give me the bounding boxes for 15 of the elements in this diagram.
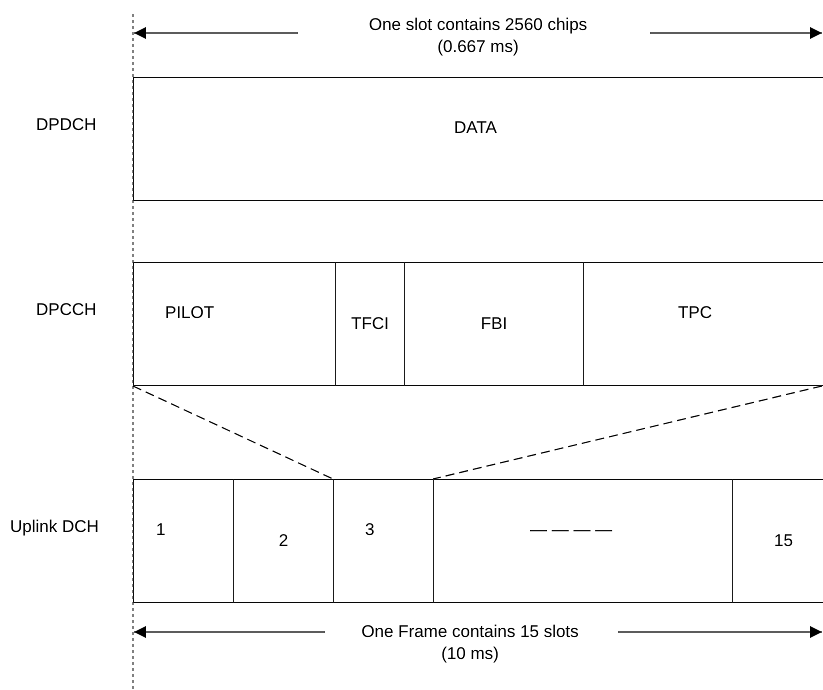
field-label: DATA bbox=[454, 118, 497, 138]
field-label: 1 bbox=[156, 520, 166, 540]
field-label: 15 bbox=[774, 531, 793, 551]
field-label: TFCI bbox=[351, 314, 389, 334]
expansion-line bbox=[132, 385, 334, 480]
expansion-line bbox=[432, 385, 822, 480]
field-label: — — — — bbox=[530, 520, 612, 540]
field-label: 2 bbox=[278, 531, 288, 551]
field-label: FBI bbox=[480, 314, 508, 334]
field-label: 3 bbox=[365, 520, 374, 540]
channel-label: DPCCH bbox=[36, 300, 96, 320]
channel-label: DPDCH bbox=[36, 115, 96, 135]
field-label: PILOT bbox=[165, 303, 214, 323]
field-label: TPC bbox=[678, 303, 712, 323]
channel-label: Uplink DCH bbox=[10, 517, 99, 537]
